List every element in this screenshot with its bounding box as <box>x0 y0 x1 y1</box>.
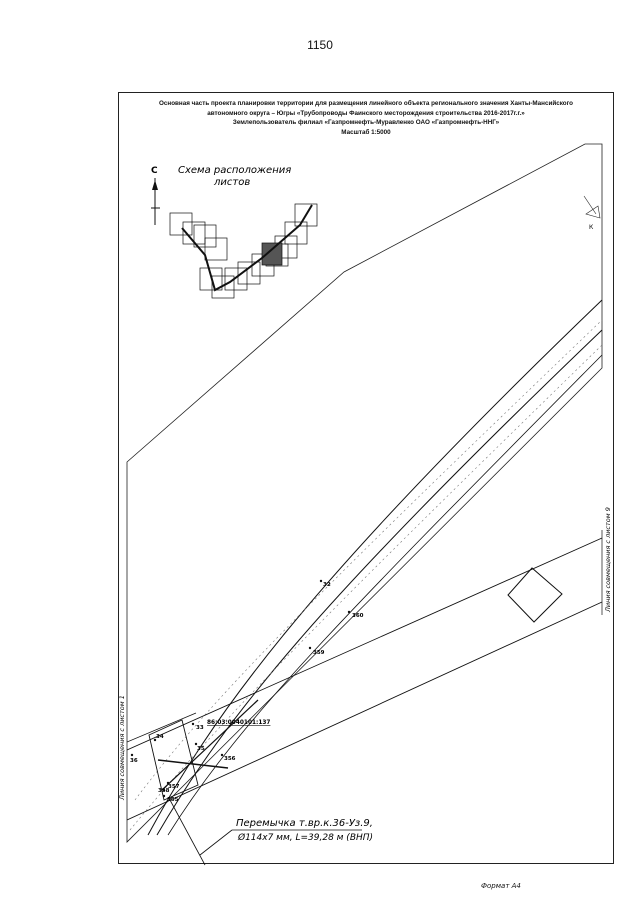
right-side-label: Линия совмещения с листом 9 <box>604 507 612 613</box>
header-line-2: автономного округа – Югры «Трубопроводы … <box>207 109 525 117</box>
sheet-layout-scheme: С Схема расположения листов <box>151 165 318 299</box>
corridor-line-3 <box>167 354 603 836</box>
territory-boundary <box>126 143 603 843</box>
point-357: 357 <box>168 784 180 790</box>
corner-hatch <box>583 195 597 215</box>
square-building <box>507 567 563 623</box>
survey-points: 32 360 359 33 34 35 36 358 357 356 355 <box>130 579 364 803</box>
corridor-dash-2 <box>129 344 603 831</box>
connector-zone <box>148 719 199 801</box>
caption-leader <box>199 829 233 856</box>
drawing-header: Основная часть проекта планировки террит… <box>119 99 613 137</box>
road-edge-2 <box>126 601 603 821</box>
cadastral-label: 86:03:0040101:137 <box>207 720 270 726</box>
header-line-3: Землепользователь филиал «Газпромнефть-М… <box>232 119 500 126</box>
corner-mark-label: К <box>589 224 594 231</box>
north-arrow-head <box>152 180 158 190</box>
point-356: 356 <box>224 756 236 762</box>
header-line-1: Основная часть проекта планировки террит… <box>158 100 574 107</box>
road-edge-1 <box>126 537 603 751</box>
left-side-label: Линия совмещения с листом 1 <box>118 695 126 801</box>
point-355: 355 <box>167 797 179 803</box>
corridor-line-1 <box>147 299 603 836</box>
corridor-dash-1 <box>134 319 603 801</box>
left-boundary-stub <box>126 712 197 743</box>
point-360: 360 <box>352 613 364 619</box>
pipeline-caption-1: Перемычка т.вр.к.36-Уз.9, <box>236 818 373 829</box>
point-35: 35 <box>197 746 205 752</box>
arc-line <box>169 799 206 866</box>
header-line-4: Масштаб 1:5000 <box>341 128 391 136</box>
current-sheet-hatch <box>261 242 283 266</box>
point-34: 34 <box>156 734 164 740</box>
scheme-title-1: Схема расположения <box>178 165 291 176</box>
corner-mark <box>585 205 601 219</box>
corridor-line-2 <box>156 329 603 836</box>
connector-pipe <box>157 759 229 769</box>
page-number: 1150 <box>307 38 333 52</box>
scheme-route <box>181 204 313 292</box>
point-33: 33 <box>196 725 204 731</box>
connector-segment <box>161 699 259 791</box>
scheme-title-2: листов <box>213 177 250 188</box>
point-36: 36 <box>130 758 138 764</box>
drawing-sheet: Основная часть проекта планировки террит… <box>118 92 614 864</box>
point-358: 358 <box>158 788 170 794</box>
north-label: С <box>151 166 158 176</box>
point-359: 359 <box>313 650 325 656</box>
pipeline-caption-2: Ø114х7 мм, L=39,28 м (ВНП) <box>237 832 373 843</box>
format-label: Формат А4 <box>481 882 521 890</box>
point-32: 32 <box>323 582 331 588</box>
